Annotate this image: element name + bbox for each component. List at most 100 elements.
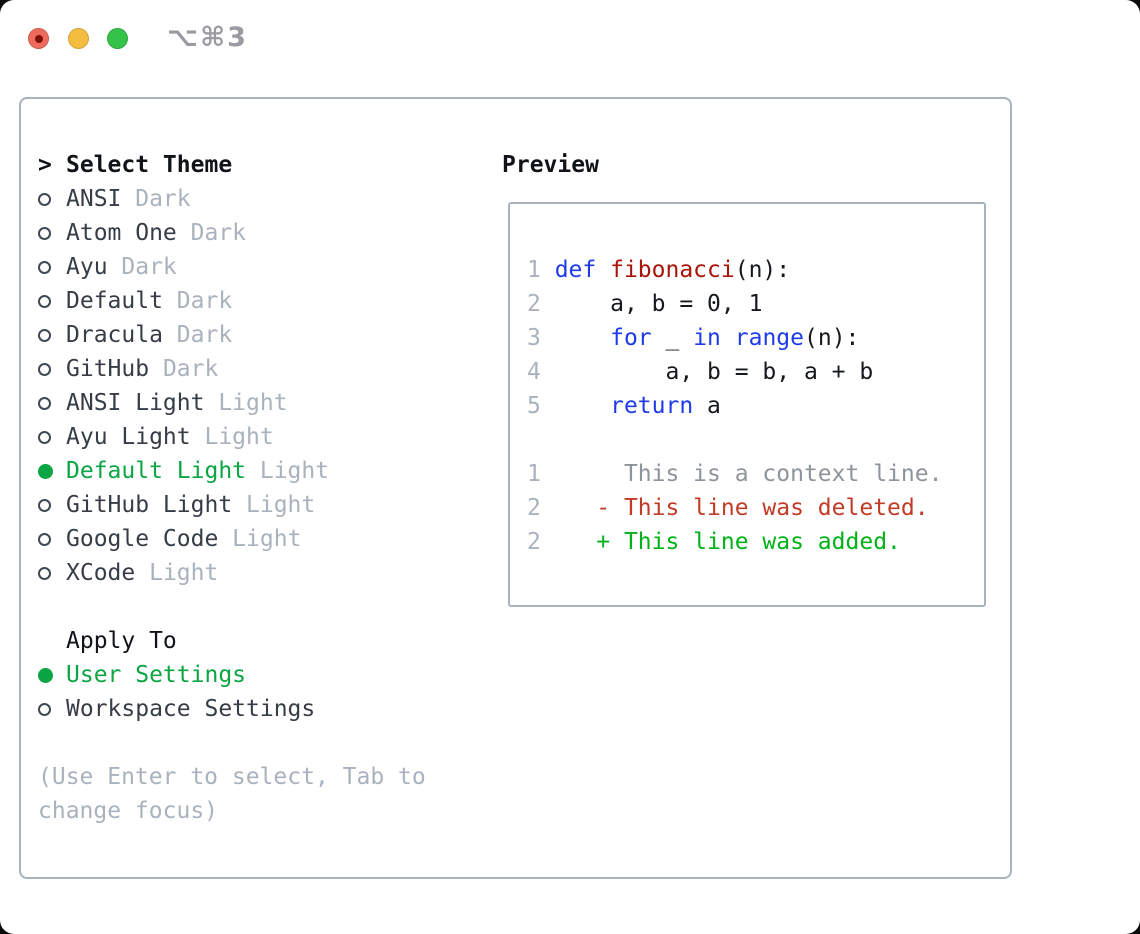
theme-option-tag: Light [218, 526, 302, 552]
line-code: a, b = b, a + b [554, 355, 874, 389]
line-code: for _ in range(n): [555, 321, 859, 355]
code-token [555, 325, 610, 351]
code-token [555, 529, 597, 555]
theme-option-tag: Dark [162, 288, 233, 314]
apply-option-name: Workspace Settings [66, 696, 316, 722]
spacer [38, 726, 478, 760]
theme-option[interactable]: Ayu Dark [38, 250, 478, 284]
diff-block: 1 This is a context line. 2 - This line … [527, 457, 984, 559]
preview-line: 2 a, b = 0, 1 [527, 287, 984, 321]
titlebar: ⌥⌘3 [0, 0, 1140, 70]
radio-prefix [38, 294, 66, 308]
theme-list-column: > Select Theme ANSI Dark Atom One Dark A… [38, 148, 478, 828]
theme-option[interactable]: ANSI Light Light [38, 386, 478, 420]
theme-option-name: Ayu [66, 254, 108, 280]
theme-option[interactable]: Default Dark [38, 284, 478, 318]
code-token: (n): [734, 257, 791, 283]
apply-to-list: User Settings Workspace Settings [38, 658, 478, 726]
theme-list: ANSI Dark Atom One Dark Ayu Dark Default… [38, 182, 478, 590]
radio-prefix [38, 328, 66, 342]
radio-prefix [38, 532, 66, 546]
radio-prefix [38, 566, 66, 580]
radio-icon [38, 430, 51, 444]
theme-option[interactable]: Ayu Light Light [38, 420, 478, 454]
preview-line: 2 - This line was deleted. [527, 491, 984, 525]
radio-prefix [38, 498, 66, 512]
apply-to-header: Apply To [38, 624, 478, 658]
preview-title: Preview [502, 152, 599, 178]
line-number: 4 [527, 359, 555, 385]
radio-icon [38, 396, 51, 410]
theme-option[interactable]: Default Light Light [38, 454, 478, 488]
theme-option-tag: Dark [107, 254, 177, 280]
theme-option-tag: Dark [176, 220, 247, 246]
line-code: This is a context line. [555, 457, 943, 491]
radio-prefix [38, 192, 66, 206]
theme-option-tag: Light [204, 390, 288, 416]
preview-column: Preview 1 def fibonacci(n): 2 a, b = 0, … [502, 148, 986, 607]
preview-line: 5 return a [527, 389, 984, 423]
line-code: a, b = 0, 1 [555, 287, 762, 321]
apply-to-title: Apply To [66, 628, 177, 654]
theme-option-name: Google Code [66, 526, 219, 552]
preview-line: 2 + This line was added. [527, 525, 984, 559]
code-block: 1 def fibonacci(n): 2 a, b = 0, 1 3 for … [527, 253, 984, 423]
radio-icon [38, 226, 51, 240]
theme-option[interactable]: XCode Light [38, 556, 478, 590]
radio-icon [38, 192, 51, 206]
theme-option-tag: Dark [121, 186, 191, 212]
theme-option[interactable]: Dracula Dark [38, 318, 478, 352]
theme-option-name: Dracula [66, 322, 163, 348]
close-icon [34, 34, 43, 43]
theme-option-name: GitHub [66, 356, 150, 382]
code-token: return [610, 393, 694, 419]
radio-icon [38, 463, 53, 479]
radio-prefix [38, 362, 66, 376]
line-number: 2 [527, 291, 555, 317]
radio-icon [38, 532, 51, 546]
theme-option-tag: Dark [162, 322, 233, 348]
radio-icon [38, 566, 51, 580]
code-token: a, b = b, a + b [554, 359, 874, 385]
zoom-button[interactable] [107, 28, 128, 49]
code-token [555, 495, 597, 521]
code-token [721, 325, 735, 351]
window-title: ⌥⌘3 [167, 22, 248, 53]
help-text: (Use Enter to select, Tab to change focu… [38, 764, 426, 824]
close-button[interactable] [28, 28, 49, 49]
theme-option-tag: Light [135, 560, 219, 586]
line-number: 5 [527, 393, 555, 419]
radio-prefix [38, 667, 66, 683]
theme-option[interactable]: Atom One Dark [38, 216, 478, 250]
code-token: + This line was added. [596, 529, 901, 555]
line-number: 2 [527, 495, 555, 521]
radio-prefix [38, 702, 66, 716]
preview-line: 3 for _ in range(n): [527, 321, 984, 355]
line-code: - This line was deleted. [555, 491, 929, 525]
radio-prefix [38, 260, 66, 274]
code-token: a [693, 393, 721, 419]
minimize-button[interactable] [68, 28, 89, 49]
code-token: fibonacci [610, 257, 735, 283]
theme-option[interactable]: GitHub Dark [38, 352, 478, 386]
theme-option-name: Default [66, 288, 163, 314]
code-token: range [734, 325, 804, 351]
theme-option-tag: Light [232, 492, 316, 518]
line-number: 1 [527, 461, 555, 487]
radio-icon [38, 328, 51, 342]
radio-prefix [38, 226, 66, 240]
apply-option-name: User Settings [66, 662, 247, 688]
code-token: _ [651, 325, 694, 351]
select-theme-title: Select Theme [66, 152, 233, 178]
preview-line: 1 def fibonacci(n): [527, 253, 984, 287]
theme-option[interactable]: ANSI Dark [38, 182, 478, 216]
code-token: for [610, 325, 652, 351]
theme-option[interactable]: GitHub Light Light [38, 488, 478, 522]
apply-to-option[interactable]: Workspace Settings [38, 692, 478, 726]
line-number: 2 [527, 529, 555, 555]
apply-to-option[interactable]: User Settings [38, 658, 478, 692]
code-token: - This line was deleted. [596, 495, 929, 521]
radio-icon [38, 362, 51, 376]
theme-option[interactable]: Google Code Light [38, 522, 478, 556]
